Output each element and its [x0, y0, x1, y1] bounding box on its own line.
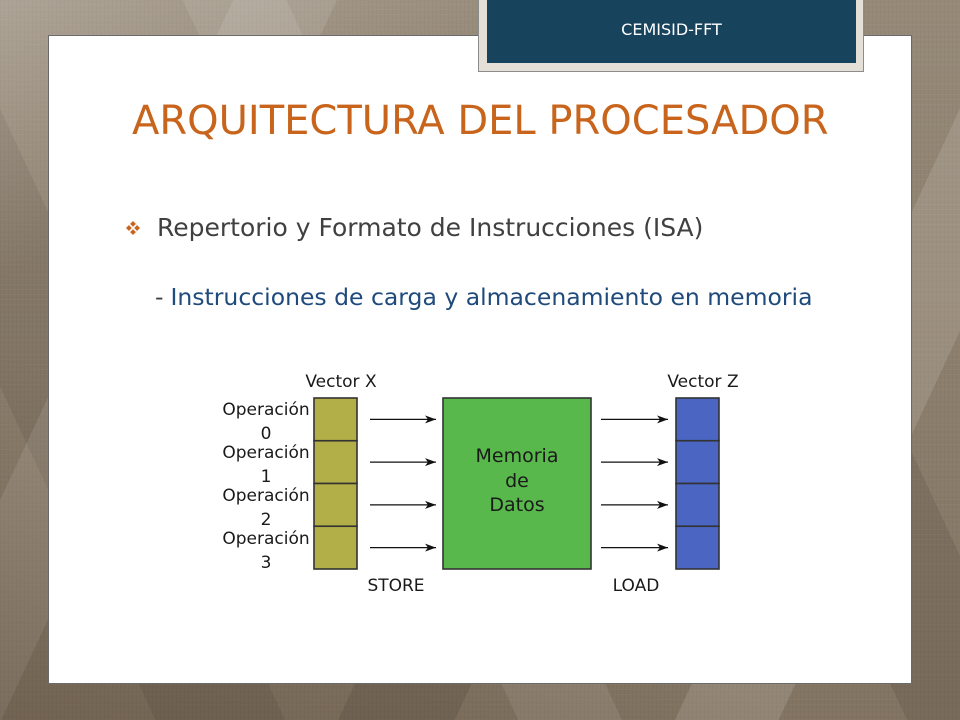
operation-labels: Operación 0 Operación 1 Operación 2 Oper…: [222, 400, 309, 573]
data-memory-block: [442, 397, 592, 570]
bullet-text: Repertorio y Formato de Instrucciones (I…: [157, 213, 704, 242]
header-tab-label: CEMISID-FFT: [621, 20, 722, 39]
memory-label-line: de: [505, 470, 529, 492]
vector-x-cell: [313, 525, 358, 570]
operation-label: Operación: [222, 529, 309, 549]
vector-z-cell: [675, 482, 720, 528]
sub-bullet: -Instrucciones de carga y almacenamiento…: [155, 283, 812, 311]
load-label: LOAD: [613, 576, 660, 596]
operation-index: 3: [261, 553, 272, 573]
store-label: STORE: [367, 576, 424, 596]
operation-index: 1: [261, 467, 272, 487]
diamond-bullet-icon: [126, 221, 140, 235]
memory-label-line: Memoria: [476, 445, 559, 467]
memory-label-line: Datos: [489, 494, 544, 516]
vector-z-cell: [675, 525, 720, 570]
diamond-bullet-cut: [128, 223, 138, 233]
operation-index: 0: [261, 424, 272, 444]
operation-label: Operación: [222, 443, 309, 463]
header-tab-box: CEMISID-FFT: [487, 0, 856, 63]
content-panel: [48, 35, 912, 684]
vector-x-column: [313, 397, 358, 570]
operation-label: Operación: [222, 486, 309, 506]
header-tab: CEMISID-FFT: [478, 0, 864, 72]
operation-label: Operación: [222, 400, 309, 420]
load-arrows: [601, 415, 668, 552]
vector-z-label: Vector Z: [667, 372, 738, 392]
vector-z-column: [675, 397, 720, 570]
vector-x-cell: [313, 397, 358, 442]
load-store-diagram: Vector X Vector Z Operación 0 Operación …: [222, 372, 738, 596]
sub-bullet-text: Instrucciones de carga y almacenamiento …: [170, 283, 813, 311]
store-arrows: [370, 415, 436, 552]
vector-z-cell: [675, 439, 720, 485]
operation-index: 2: [261, 510, 272, 530]
vector-x-label: Vector X: [305, 372, 377, 392]
vector-x-cell: [313, 482, 358, 528]
sub-bullet-dash: -: [155, 283, 164, 311]
slide-title: ARQUITECTURA DEL PROCESADOR: [132, 98, 829, 144]
vector-z-cell: [675, 397, 720, 442]
vector-x-cell: [313, 439, 358, 485]
